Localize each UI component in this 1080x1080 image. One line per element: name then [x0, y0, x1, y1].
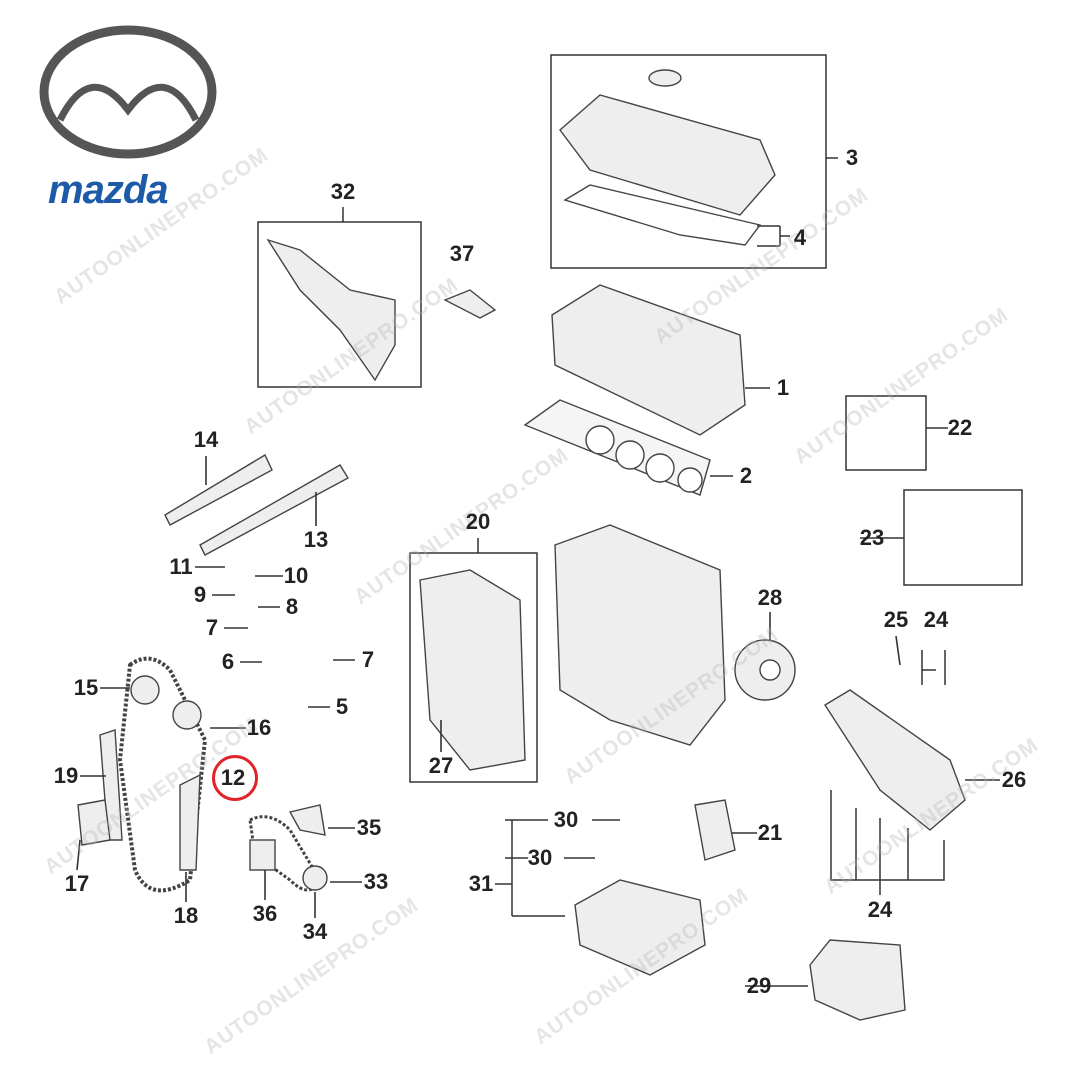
part-label[interactable]: 7: [361, 647, 375, 672]
oil-pan: [574, 879, 706, 976]
crankshaft: [824, 689, 966, 831]
part-label-highlighted[interactable]: 12: [220, 765, 246, 790]
part-label[interactable]: 1: [776, 375, 790, 400]
part-label[interactable]: 30: [553, 807, 579, 832]
part-label[interactable]: 34: [302, 919, 328, 944]
part-label[interactable]: 8: [285, 594, 299, 619]
oil-seal: [694, 799, 736, 861]
part-label[interactable]: 14: [193, 427, 219, 452]
highlight-circle: [212, 755, 258, 801]
group-boxes: [257, 54, 1023, 917]
part-label[interactable]: 33: [363, 869, 389, 894]
part-label[interactable]: 27: [428, 753, 454, 778]
part-label[interactable]: 25: [883, 607, 909, 632]
part-label[interactable]: 35: [356, 815, 382, 840]
part-label[interactable]: 32: [330, 179, 356, 204]
engine-block: [554, 524, 726, 746]
valve-cover: [559, 94, 776, 216]
part-label[interactable]: 31: [468, 871, 494, 896]
part-label[interactable]: 11: [169, 554, 193, 579]
part-37: [443, 289, 497, 319]
part-label[interactable]: 5: [335, 694, 349, 719]
part-label[interactable]: 24: [867, 897, 893, 922]
timing-cover: [419, 569, 526, 771]
cylinder-head: [551, 284, 746, 436]
part-label[interactable]: 20: [465, 509, 491, 534]
part-label[interactable]: 22: [947, 415, 973, 440]
mazda-logo: mazda: [48, 168, 168, 212]
part-label[interactable]: 30: [527, 845, 553, 870]
part-label[interactable]: 4: [793, 225, 807, 250]
tensioner-17: [77, 799, 111, 846]
part-35: [288, 804, 326, 836]
part-label[interactable]: 23: [859, 525, 885, 550]
balancer: [809, 939, 906, 1021]
part-label[interactable]: 7: [205, 615, 219, 640]
part-label[interactable]: 26: [1001, 767, 1027, 792]
mazda-emblem-icon: [39, 25, 217, 159]
part-label[interactable]: 16: [246, 715, 272, 740]
timing-chain: [117, 656, 208, 893]
part-label[interactable]: 13: [303, 527, 329, 552]
part-label[interactable]: 19: [53, 763, 79, 788]
camshaft-13: [199, 464, 349, 556]
part-label[interactable]: 15: [73, 675, 99, 700]
part-label[interactable]: 24: [923, 607, 949, 632]
part-label[interactable]: 37: [449, 241, 475, 266]
camshaft-14: [164, 454, 273, 526]
part-label[interactable]: 6: [221, 649, 235, 674]
guide-18: [179, 773, 201, 871]
oil-cap: [648, 69, 682, 87]
part-label[interactable]: 28: [757, 585, 783, 610]
part-label[interactable]: 10: [283, 563, 309, 588]
part-label[interactable]: 2: [739, 463, 753, 488]
part-label[interactable]: 29: [746, 973, 772, 998]
leader-arrows: [76, 387, 1000, 987]
tensioner-36: [249, 839, 276, 871]
part-label[interactable]: 21: [757, 820, 783, 845]
part-label[interactable]: 9: [193, 582, 207, 607]
part-label[interactable]: 36: [252, 901, 278, 926]
part-label[interactable]: 3: [845, 145, 859, 170]
vvt-actuator: [266, 238, 396, 382]
parts-sketches: [77, 69, 966, 1021]
part-label[interactable]: 17: [64, 871, 90, 896]
cover-gasket: [563, 184, 762, 246]
part-label[interactable]: 18: [173, 903, 199, 928]
sprocket-34: [302, 865, 328, 891]
